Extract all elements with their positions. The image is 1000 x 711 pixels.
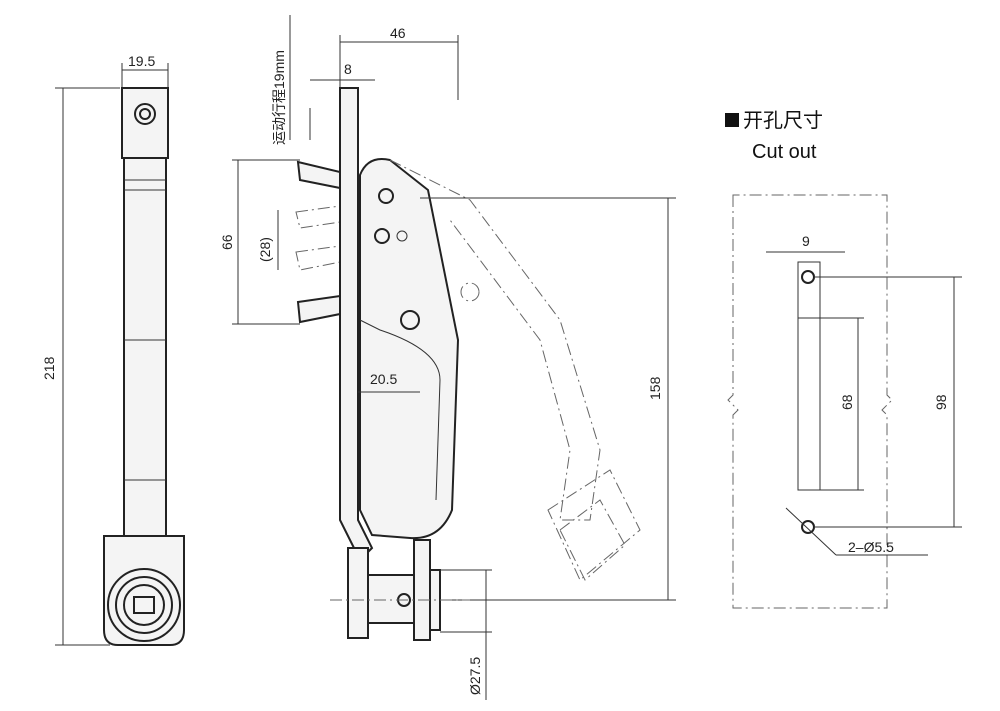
handle-open-phantom	[389, 159, 601, 521]
dim-length-218: 218	[41, 356, 57, 380]
cut-out-title-en: Cut out	[752, 141, 817, 163]
dim-diameter-27-5: Ø27.5	[467, 657, 483, 695]
dim-offset-8: 8	[344, 61, 352, 77]
panel-outline	[727, 194, 893, 609]
front-view: 19.5 218	[41, 53, 185, 646]
latch-shaft	[339, 87, 374, 562]
handle-bar	[123, 157, 167, 537]
dim-travel-19mm: 运动行程19mm	[271, 50, 287, 145]
cut-slot	[797, 261, 821, 491]
key-slot	[133, 596, 155, 614]
dim-holes-2x5-5: 2–Ø5.5	[848, 539, 894, 555]
dim-pitch-66: 66	[219, 234, 235, 250]
lock-cylinder	[367, 574, 415, 624]
lock-housing	[103, 535, 185, 646]
cut-out-title-cn: 开孔尺寸	[743, 109, 823, 132]
lock-nut	[413, 539, 431, 641]
upper-cam	[296, 160, 341, 190]
handle-profile	[359, 158, 460, 540]
dim-cut-68: 68	[839, 394, 855, 410]
dim-width-19-5: 19.5	[128, 53, 155, 69]
side-view: 46 8 运动行程19mm 66 (28) 20.5	[219, 15, 676, 700]
dim-depth-20-5: 20.5	[370, 371, 397, 387]
dim-width-46: 46	[390, 25, 406, 41]
dim-cut-98: 98	[933, 394, 949, 410]
dim-height-158: 158	[647, 376, 663, 400]
lower-cam	[296, 294, 341, 324]
mount-hole-bottom	[801, 520, 815, 534]
mount-hole-top	[801, 270, 815, 284]
dim-cut-9: 9	[802, 233, 810, 249]
dim-pitch-28: (28)	[257, 237, 273, 262]
cut-out-view: 开孔尺寸 Cut out 9 68 98 2–Ø5.5	[725, 109, 962, 609]
section-marker-square	[725, 113, 739, 127]
lock-flange	[347, 547, 369, 639]
